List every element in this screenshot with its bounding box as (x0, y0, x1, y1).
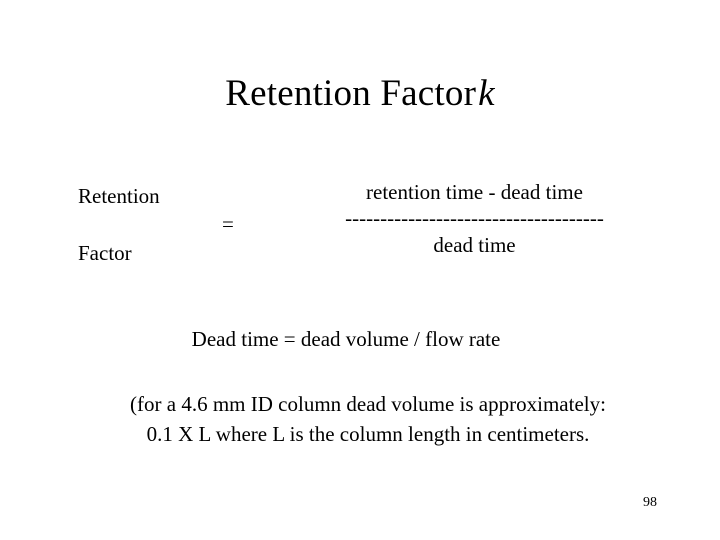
equals-sign: = (222, 212, 234, 236)
dead-volume-note-line-1: (for a 4.6 mm ID column dead volume is a… (130, 392, 606, 416)
dead-volume-note-line-2: 0.1 X L where L is the column length in … (146, 422, 590, 446)
page-title: Retention Factork (0, 72, 720, 116)
retention-factor-equation: Retention Factor = retention time - dead… (0, 178, 720, 278)
dead-time-statement: Dead time = dead volume / flow rate (191, 327, 501, 351)
fraction-bar: ------------------------------------- (345, 207, 604, 229)
fraction-numerator: retention time - dead time (366, 180, 583, 204)
equation-lhs-line-1: Retention (78, 184, 160, 208)
dead-volume-note: (for a 4.6 mm ID column dead volume is a… (0, 389, 720, 449)
fraction-denominator: dead time (433, 233, 516, 257)
page-number: 98 (643, 495, 657, 510)
page-title-text: Retention Factor (225, 73, 477, 114)
page-title-symbol: k (478, 73, 495, 114)
equation-fraction: retention time - dead time -------------… (293, 178, 656, 259)
equation-lhs-line-2: Factor (78, 241, 132, 265)
